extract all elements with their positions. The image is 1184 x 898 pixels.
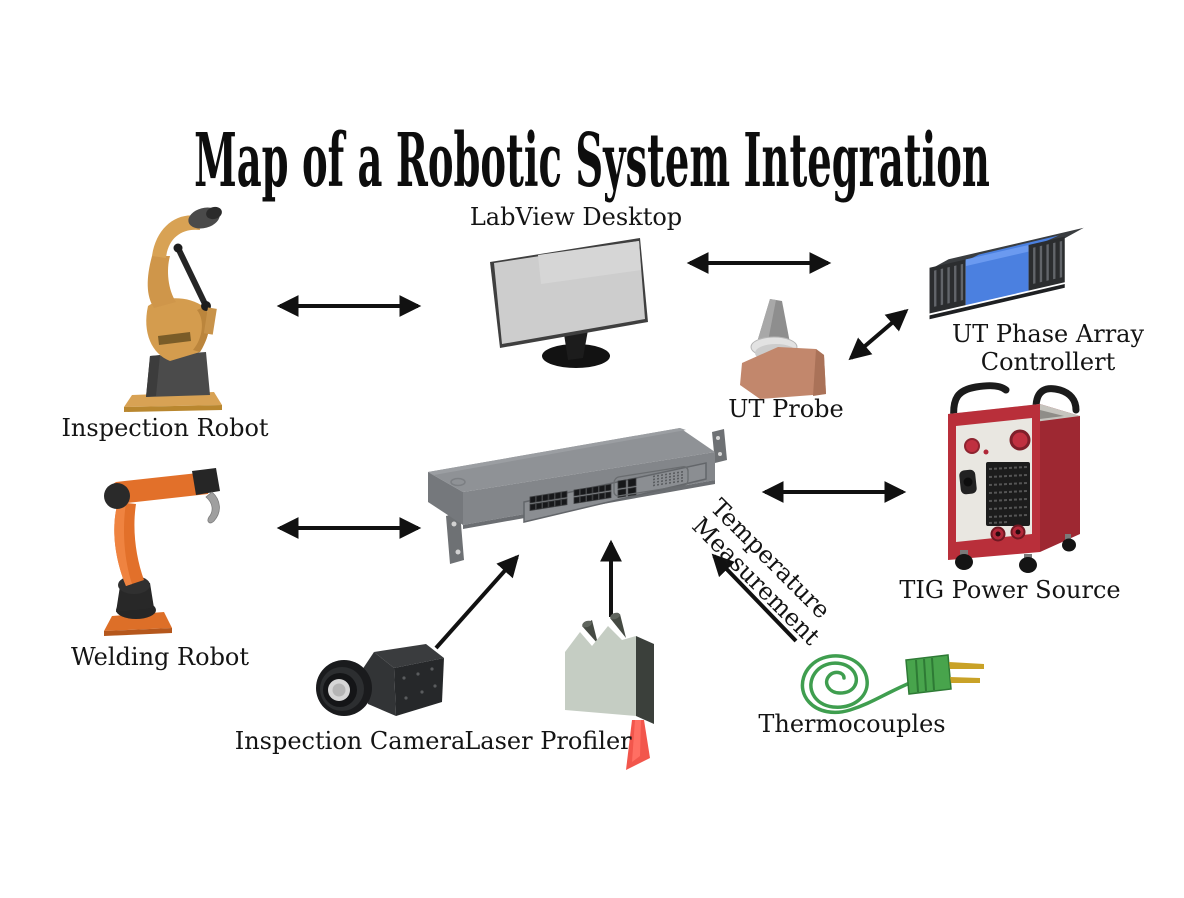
label-welding-robot: Welding Robot [70, 643, 250, 671]
welding-power-source-icon [948, 382, 1080, 573]
laser-profiler-icon [565, 612, 654, 770]
robot-arm-icon [104, 468, 220, 636]
label-ut-phase-array: UT Phase Array Controllert [951, 320, 1145, 376]
label-labview-desktop: LabView Desktop [469, 203, 683, 231]
label-inspection-robot: Inspection Robot [61, 414, 269, 442]
label-tig-power-source: TIG Power Source [899, 576, 1121, 604]
page-title: Map of a Robotic System Integration [194, 118, 990, 204]
desktop-monitor-icon [490, 238, 648, 368]
thermocouple-icon [800, 654, 984, 715]
label-inspection-camera: Inspection Camera [234, 727, 466, 755]
robot-arm-icon [124, 206, 222, 412]
label-ut-phase-array-line1: UT Phase Array [951, 320, 1145, 348]
arrow-ut-probe-ut-phase-array [848, 308, 909, 361]
controller-box-icon [929, 227, 1084, 320]
label-laser-profiler: Laser Profiler [464, 727, 632, 755]
label-ut-phase-array-line2: Controllert [980, 347, 1116, 376]
ultrasonic-probe-icon [740, 299, 826, 399]
label-temperature-measurement: Temperature Measurement [687, 493, 843, 650]
label-ut-probe: UT Probe [728, 395, 844, 423]
camera-icon [316, 644, 444, 716]
arrow-camera-switch [434, 554, 520, 650]
network-switch-icon [428, 428, 727, 564]
label-thermocouples: Thermocouples [758, 710, 946, 738]
